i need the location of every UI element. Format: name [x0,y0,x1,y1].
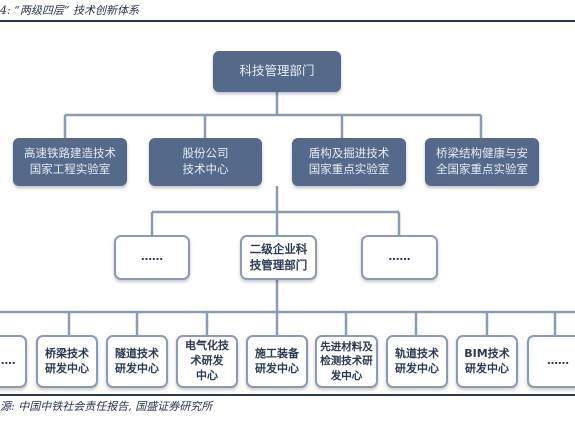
node-construction-equipment-rd-center: 施工装备 研发中心 [246,335,308,388]
source-note: 源: 中国中铁社会责任报告, 国盛证券研究所 [0,400,213,413]
node-advanced-materials-rd-center: 先进材料及 检测技术研 发中心 [315,335,378,388]
node-level4-ellipsis-left: …… [0,335,27,388]
node-high-speed-rail-lab: 高速铁路建造技术 国家工程实验室 [13,138,127,186]
node-bim-rd-center: BIM技术 研发中心 [456,335,518,388]
node-level3-ellipsis-left: …… [114,235,190,280]
node-science-tech-management: 科技管理部门 [213,51,341,92]
node-bridge-rd-center: 桥梁技术 研发中心 [36,335,98,388]
node-electrification-rd-center: 电气化技 术研发 中心 [176,335,238,388]
node-level3-ellipsis-right: …… [361,235,438,280]
node-shield-tunneling-lab: 盾构及掘进技术 国家重点实验室 [292,138,406,186]
node-tunnel-rd-center: 隧道技术 研发中心 [106,335,168,388]
node-secondary-enterprise-mgmt: 二级企业科 技管理部门 [240,235,317,280]
figure-caption: 4: “两级四层” 技术创新体系 [0,4,139,17]
node-bridge-health-lab: 桥梁结构健康与安 全国家重点实验室 [425,138,539,186]
bottom-rule [0,394,575,396]
node-level4-ellipsis-right: …… [527,335,575,388]
node-track-rd-center: 轨道技术 研发中心 [386,335,448,388]
node-company-tech-center: 股份公司 技术中心 [149,138,262,186]
top-rule [0,20,575,22]
